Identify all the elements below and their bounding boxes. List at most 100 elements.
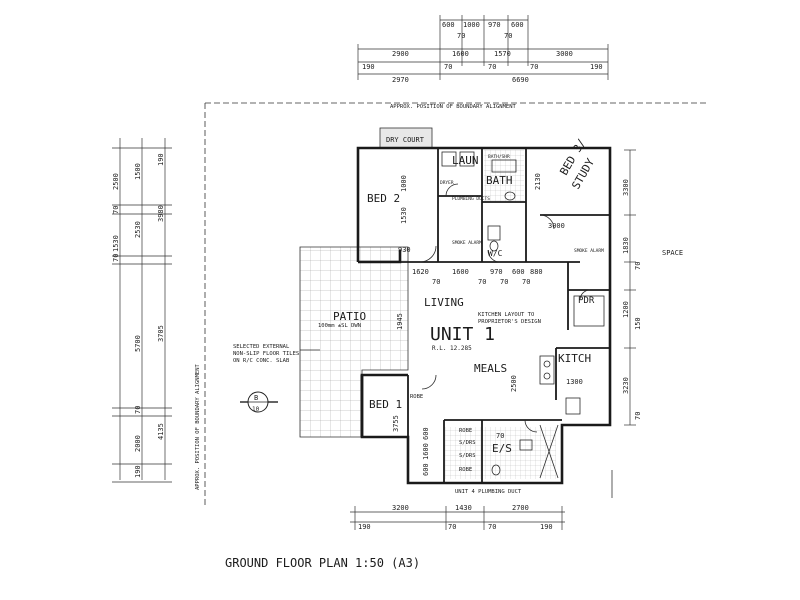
section-marker-letter: B (254, 394, 258, 402)
bath-shr-note: BATH/SHR (488, 154, 510, 160)
dim-top-r2-3: 3000 (556, 50, 573, 58)
dim-top-r1-1: 1000 (463, 21, 480, 29)
robe-label-3: ROBE (410, 394, 423, 400)
dim-right-6: 70 (634, 412, 642, 420)
dim-right-4: 150 (634, 317, 642, 330)
dim-left-inner-0: 1500 (134, 163, 142, 180)
dim-left-outer-2: 1530 (112, 235, 120, 252)
dim-kitchen-w: 1300 (566, 378, 583, 386)
internal-walls (400, 148, 610, 483)
dry-court-label: DRY COURT (386, 136, 425, 144)
dim-bot-r1-2: 2700 (512, 504, 529, 512)
ensuite-label: E/S (492, 442, 512, 455)
plumbing-ducts-note: PLUMBING DUCTS (452, 196, 490, 202)
dim-top-r3-3: 70 (530, 63, 538, 71)
kitchen-note-2: PROPRIETOR'S DESIGN (478, 319, 541, 325)
dim-robe-1: 1600 (422, 443, 430, 460)
left-dimension-lines (112, 138, 172, 483)
dim-top-r3-1: 70 (444, 63, 452, 71)
bottom-dimension-lines (350, 506, 565, 530)
dim-living-0: 1620 (412, 268, 429, 276)
dim-bed2-b: 930 (398, 246, 411, 254)
meals-label: MEALS (474, 362, 507, 375)
dim-right-2: 70 (634, 262, 642, 270)
right-dimension-lines (624, 149, 636, 426)
internal-dimension-text: 1000 1530 930 1620 1600 970 600 880 70 7… (392, 173, 583, 476)
laundry-label: LAUN (452, 154, 479, 167)
section-marker (240, 391, 278, 413)
dim-bed2-w: 1000 (400, 175, 408, 192)
dim-left-outer-3: 70 (112, 254, 120, 262)
dim-top-r1b-1: 70 (504, 32, 512, 40)
robe-label-1: ROBE (459, 428, 472, 434)
dim-living-sub-3: 70 (522, 278, 530, 286)
dim-living-3: 600 (512, 268, 525, 276)
dim-left-outer-5: 70 (134, 406, 142, 414)
patio-label: PATIO (333, 310, 366, 323)
plumbing-duct-note: UNIT 4 PLUMBING DUCT (455, 489, 522, 495)
kitchen-note-1: KITCHEN LAYOUT TO (478, 312, 534, 318)
rl-label: R.L. 12.285 (432, 345, 472, 352)
kitchen-label: KITCH (558, 352, 591, 365)
dim-living-sub-2: 70 (500, 278, 508, 286)
dim-right-5: 3230 (622, 377, 630, 394)
dim-robe-2: 600 (422, 463, 430, 476)
bath-label: BATH (486, 174, 513, 187)
dim-living-1: 1600 (452, 268, 469, 276)
section-marker-number: 10 (252, 406, 260, 413)
dim-top-r4-0: 2970 (392, 76, 409, 84)
dim-bot-r1-1: 1430 (455, 504, 472, 512)
wc-label: W/C (488, 249, 503, 258)
bed2-label: BED 2 (367, 192, 400, 205)
living-label: LIVING (424, 296, 464, 309)
top-boundary-label: APPROX. POSITION OF BOUNDARY ALIGNMENT (390, 104, 517, 110)
unit-label-group: UNIT 1 R.L. 12.285 KITCHEN LAYOUT TO PRO… (430, 312, 541, 352)
dim-ens-w: 70 (496, 432, 504, 440)
smoke-alarm-note-2: SMOKE ALARM (574, 248, 604, 254)
robe-label-2: ROBE (459, 467, 472, 473)
patio-slab-note: 100mm ±SL DWN (318, 323, 361, 329)
dim-living-side: 1945 (396, 313, 404, 330)
top-dimension-lines (357, 15, 609, 80)
space-label: SPACE (662, 249, 683, 257)
dim-left-inner-2: 3980 (157, 205, 165, 222)
dim-bot-r2-0: 190 (358, 523, 371, 531)
dim-bot-r2-1: 70 (448, 523, 456, 531)
dim-bot-r1-0: 3200 (392, 504, 409, 512)
dim-top-r3-2: 70 (488, 63, 496, 71)
dim-top-r2-1: 1600 (452, 50, 469, 58)
dim-right-1: 1830 (622, 237, 630, 254)
dim-left-inner-4: 3705 (157, 325, 165, 342)
room-labels: BED 2 BED 1 BED 3/ STUDY LIVING MEALS KI… (333, 136, 597, 473)
dim-left-outer-4: 5700 (134, 335, 142, 352)
dim-left-inner-5: 4135 (157, 423, 165, 440)
dim-left-inner-1: 190 (157, 153, 165, 166)
unit-label: UNIT 1 (430, 324, 495, 345)
boundary-labels: APPROX. POSITION OF BOUNDARY ALIGNMENT A… (195, 104, 683, 490)
dim-left-outer-0: 2500 (112, 173, 120, 190)
patio-note-1: SELECTED EXTERNAL (233, 344, 290, 350)
drawing-title: GROUND FLOOR PLAN 1:50 (A3) (225, 556, 420, 570)
patio-area (299, 246, 409, 438)
dim-top-r1b-0: 70 (457, 32, 465, 40)
dim-right-0: 3300 (622, 179, 630, 196)
dim-bot-r2-2: 70 (488, 523, 496, 531)
wet-area-tiles (444, 150, 556, 479)
pdr-label: PDR (578, 296, 595, 306)
dim-left-inner-3: 2530 (134, 221, 142, 238)
dim-left-outer-6: 2000 (134, 435, 142, 452)
dim-left-outer-7: 190 (134, 465, 142, 478)
sdrs-label-1: S/DRS (459, 440, 476, 446)
dim-bed3-v: 2130 (534, 173, 542, 190)
dim-bed1-v: 3755 (392, 415, 400, 432)
left-dimension-text: 2500 70 1530 70 5700 70 2000 190 1500 19… (112, 153, 165, 478)
dryer-note: DRYER (440, 180, 454, 186)
dim-top-r4-1: 6690 (512, 76, 529, 84)
dim-bed3-h: 3000 (548, 222, 565, 230)
dim-living-sub-0: 70 (432, 278, 440, 286)
top-dimension-text: 600 1000 970 600 70 70 2900 1600 1570 30… (362, 21, 603, 84)
patio-note-2: NON-SLIP FLOOR TILES (233, 351, 299, 357)
smoke-alarm-note: SMOKE ALARM (452, 240, 482, 246)
dim-meals-v: 2500 (510, 375, 518, 392)
